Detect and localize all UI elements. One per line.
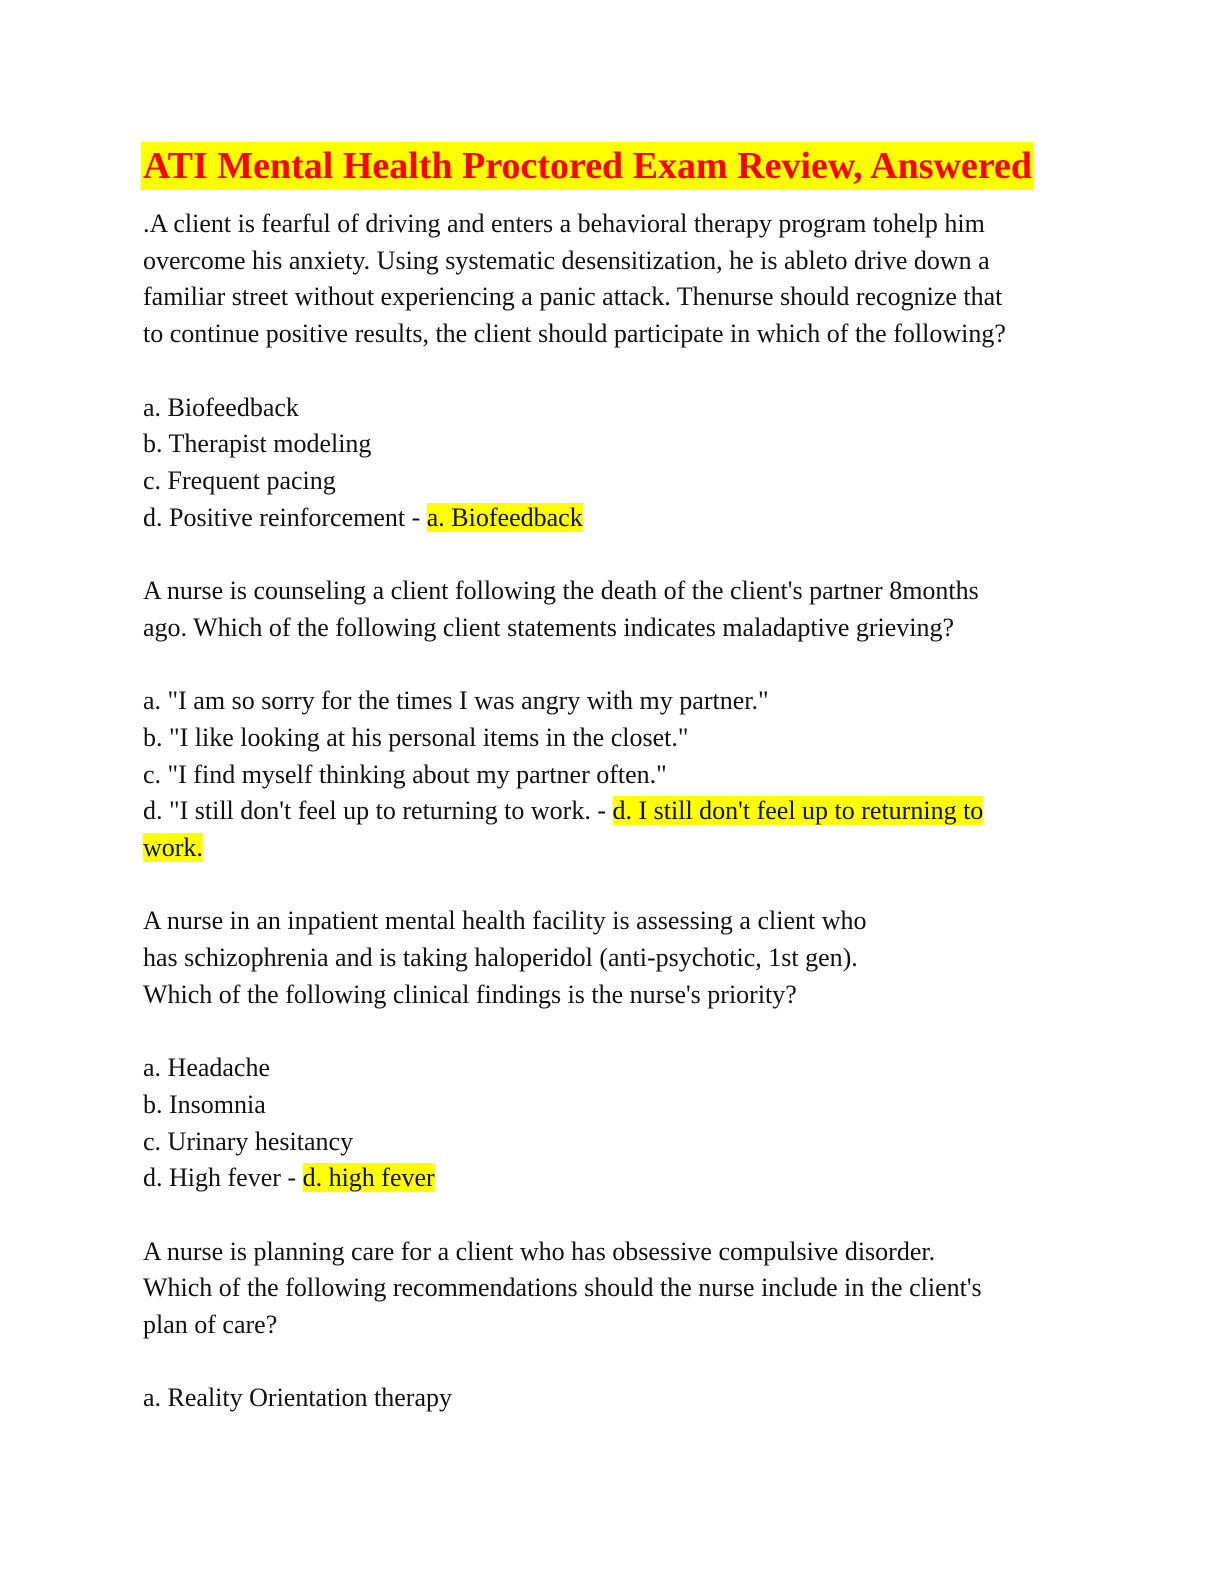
- question-1-options: a. Biofeedback b. Therapist modeling c. …: [143, 390, 1078, 537]
- question-4-options: a. Reality Orientation therapy: [143, 1380, 1078, 1417]
- option-a: a. Reality Orientation therapy: [143, 1380, 1078, 1417]
- stem-line: A nurse is planning care for a client wh…: [143, 1236, 936, 1266]
- option-b: b. Therapist modeling: [143, 426, 1078, 463]
- option-b: b. Insomnia: [143, 1087, 1078, 1124]
- option-d: d. "I still don't feel up to returning t…: [143, 793, 1078, 830]
- question-2: A nurse is counseling a client following…: [143, 573, 1078, 867]
- question-1: .A client is fearful of driving and ente…: [143, 206, 1078, 536]
- option-c: c. Frequent pacing: [143, 463, 1078, 500]
- question-3-stem: A nurse in an inpatient mental health fa…: [143, 903, 1078, 1013]
- question-2-stem: A nurse is counseling a client following…: [143, 573, 1078, 646]
- option-d-continued: work.: [143, 830, 1078, 867]
- stem-line: Which of the following recommendations s…: [143, 1273, 982, 1303]
- stem-line: plan of care?: [143, 1310, 278, 1339]
- question-3: A nurse in an inpatient mental health fa…: [143, 903, 1078, 1197]
- option-text: d. Positive reinforcement -: [143, 502, 427, 532]
- question-1-stem: .A client is fearful of driving and ente…: [143, 206, 1078, 353]
- option-a: a. Biofeedback: [143, 390, 1078, 427]
- question-4: A nurse is planning care for a client wh…: [143, 1234, 1078, 1418]
- answer-highlight-continued: work.: [143, 832, 203, 862]
- option-text: b. Therapist modeling: [143, 429, 372, 459]
- option-text: c. Urinary hesitancy: [143, 1126, 354, 1156]
- stem-line: overcome his anxiety. Using systematic d…: [143, 245, 990, 275]
- question-4-stem: A nurse is planning care for a client wh…: [143, 1234, 1078, 1344]
- answer-highlight: d. I still don't feel up to returning to: [612, 796, 984, 826]
- option-text: a. Headache: [143, 1053, 271, 1083]
- option-a: a. Headache: [143, 1050, 1078, 1087]
- answer-highlight: a. Biofeedback: [426, 502, 583, 532]
- stem-line: to continue positive results, the client…: [143, 319, 1006, 349]
- option-text: a. "I am so sorry for the times I was an…: [143, 686, 769, 716]
- stem-line: A nurse in an inpatient mental health fa…: [143, 906, 867, 936]
- stem-line: .A client is fearful of driving and ente…: [143, 209, 985, 238]
- option-text: b. Insomnia: [143, 1089, 266, 1119]
- option-text: a. Reality Orientation therapy: [143, 1383, 453, 1413]
- option-d: d. Positive reinforcement - a. Biofeedba…: [143, 500, 1078, 537]
- option-text: a. Biofeedback: [143, 392, 299, 422]
- question-3-options: a. Headache b. Insomnia c. Urinary hesit…: [143, 1050, 1078, 1197]
- answer-highlight: d. high fever: [302, 1163, 435, 1193]
- option-text: d. "I still don't feel up to returning t…: [143, 796, 613, 826]
- option-a: a. "I am so sorry for the times I was an…: [143, 683, 1078, 720]
- stem-line: ago. Which of the following client state…: [143, 612, 955, 642]
- option-c: c. "I find myself thinking about my part…: [143, 757, 1078, 794]
- question-2-options: a. "I am so sorry for the times I was an…: [143, 683, 1078, 867]
- option-c: c. Urinary hesitancy: [143, 1124, 1078, 1161]
- stem-line: Which of the following clinical findings…: [143, 979, 797, 1009]
- option-text: b. "I like looking at his personal items…: [143, 722, 689, 752]
- stem-line: familiar street without experiencing a p…: [143, 282, 1003, 312]
- option-text: c. "I find myself thinking about my part…: [143, 759, 667, 789]
- stem-line: has schizophrenia and is taking haloperi…: [143, 943, 858, 972]
- option-text: d. High fever -: [143, 1163, 303, 1193]
- option-b: b. "I like looking at his personal items…: [143, 720, 1078, 757]
- document-title: ATI Mental Health Proctored Exam Review,…: [141, 142, 1035, 190]
- option-d: d. High fever - d. high fever: [143, 1160, 1078, 1197]
- document-page: ATI Mental Health Proctored Exam Review,…: [141, 142, 1078, 1418]
- stem-line: A nurse is counseling a client following…: [143, 576, 979, 605]
- option-text: c. Frequent pacing: [143, 465, 336, 495]
